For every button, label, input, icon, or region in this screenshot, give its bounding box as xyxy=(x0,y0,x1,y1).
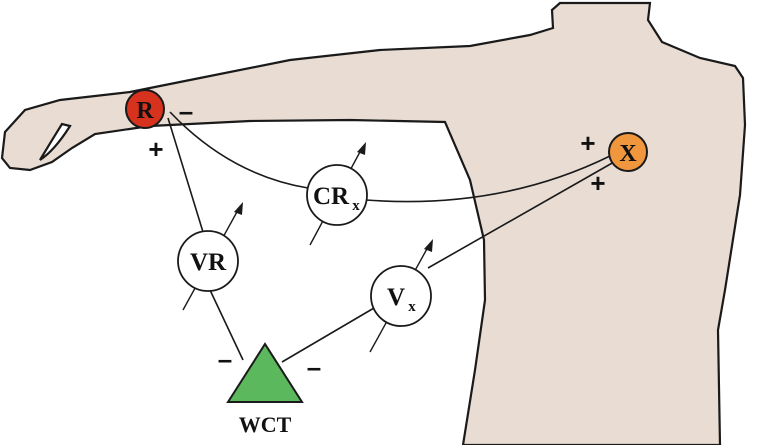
wire-vr-wct xyxy=(209,289,244,361)
r-minus-sign: – xyxy=(179,96,193,126)
wct-right-minus-sign: – xyxy=(307,352,321,382)
meter-vx: V x xyxy=(369,239,433,353)
wire-vx-x xyxy=(427,161,615,269)
wire-r-vr xyxy=(167,117,204,233)
meter-vx-label: V xyxy=(387,284,405,311)
meter-vx-subscript: x xyxy=(408,299,416,315)
electrode-x: X xyxy=(608,132,648,172)
wct-terminal: WCT xyxy=(226,342,304,437)
meter-vr-label: VR xyxy=(190,249,227,276)
electrode-r: R xyxy=(125,89,165,129)
thumb-gap xyxy=(39,122,72,161)
electrode-x-label: X xyxy=(619,141,637,167)
body-silhouette xyxy=(0,1,747,445)
meter-crx: CR x xyxy=(306,142,368,246)
meter-crx-label: CR xyxy=(313,183,350,210)
x-plus-sign-top: + xyxy=(580,128,595,158)
wires xyxy=(167,111,615,363)
electrode-r-label: R xyxy=(136,98,154,124)
r-plus-sign: + xyxy=(148,134,163,164)
wire-r-crx xyxy=(169,111,309,189)
wct-label: WCT xyxy=(239,412,292,437)
x-plus-sign-bottom: + xyxy=(590,168,605,198)
meter-vr: VR xyxy=(177,202,243,311)
wire-crx-x xyxy=(365,155,611,203)
wct-left-minus-sign: – xyxy=(218,344,232,374)
wire-wct-vx xyxy=(281,307,375,363)
meter-crx-subscript: x xyxy=(352,198,360,214)
